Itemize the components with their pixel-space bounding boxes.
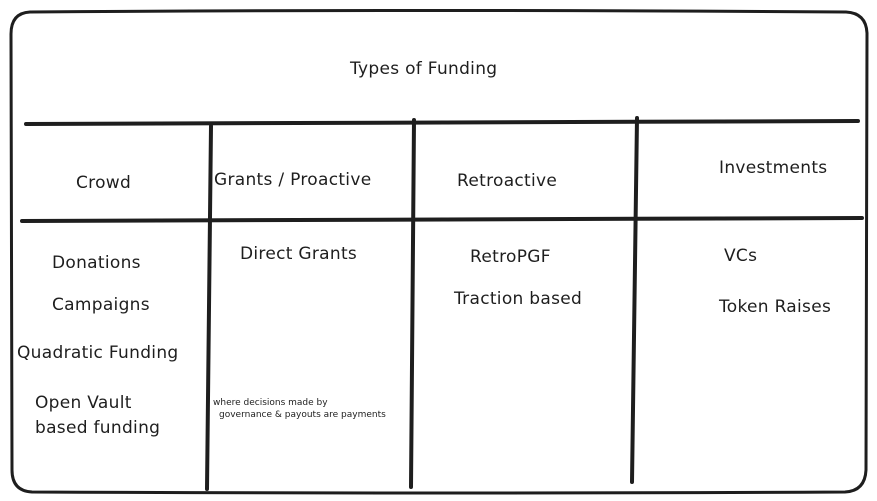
list-item: VCs — [724, 246, 758, 266]
list-item: Donations — [52, 253, 141, 273]
list-item: Open Vault based funding — [35, 393, 161, 438]
outer-border — [9, 9, 869, 495]
header-retroactive: Retroactive — [457, 171, 558, 191]
header-investments: Investments — [719, 158, 828, 178]
list-item: RetroPGF — [470, 247, 551, 267]
title-divider — [24, 119, 860, 126]
list-item: Traction based — [454, 289, 583, 309]
column-divider-2 — [409, 118, 416, 489]
list-item: Quadratic Funding — [17, 343, 179, 363]
header-grants-proactive: Grants / Proactive — [214, 170, 372, 190]
grants-note-line-2: governance & payouts are payments — [219, 410, 386, 420]
list-item: Campaigns — [52, 295, 150, 315]
header-crowd: Crowd — [76, 173, 132, 193]
column-divider-3 — [630, 116, 639, 484]
header-divider — [20, 216, 864, 223]
list-item: Direct Grants — [240, 244, 358, 264]
page-title: Types of Funding — [350, 59, 498, 79]
column-divider-1 — [205, 124, 213, 491]
list-item: Token Raises — [719, 297, 832, 317]
grants-note-line-1: where decisions made by — [213, 398, 328, 408]
